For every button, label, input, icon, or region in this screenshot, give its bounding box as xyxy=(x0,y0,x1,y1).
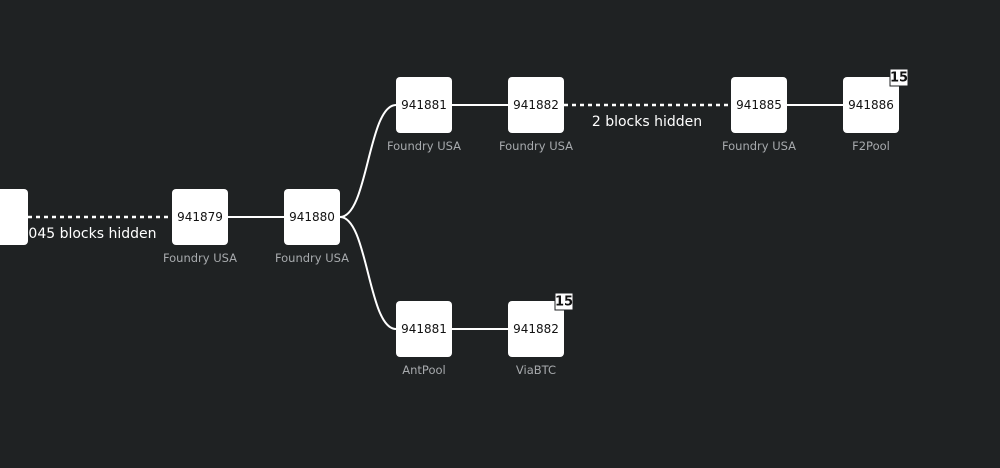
tx-count-badge xyxy=(889,68,909,87)
block-height: 941879 xyxy=(177,210,223,224)
block-height: 941881 xyxy=(401,98,447,112)
tx-count-badge-label: 15 xyxy=(555,295,573,310)
block-height: 941885 xyxy=(736,98,782,112)
block-box[interactable] xyxy=(508,301,564,357)
hidden-blocks-label[interactable]: 2 blocks hidden xyxy=(592,114,702,130)
block-miner: Foundry USA xyxy=(499,139,573,153)
block-miner: Foundry USA xyxy=(387,139,461,153)
block-box[interactable] xyxy=(843,77,899,133)
block-miner: Foundry USA xyxy=(163,251,237,265)
chain-link xyxy=(339,104,397,218)
block-height: 941880 xyxy=(289,210,335,224)
block-box[interactable] xyxy=(396,301,452,357)
block-miner: Foundry USA xyxy=(722,139,796,153)
block-box[interactable] xyxy=(731,77,787,133)
tx-count-badge xyxy=(554,292,574,311)
block-miner: AntPool xyxy=(402,363,445,377)
block-box[interactable] xyxy=(284,189,340,245)
block-height: 941881 xyxy=(401,322,447,336)
block-height: 941886 xyxy=(848,98,894,112)
chain-link xyxy=(339,216,397,330)
block-node[interactable] xyxy=(0,189,28,245)
block-height: 941882 xyxy=(513,98,559,112)
hidden-blocks-label[interactable]: 2045 blocks hidden xyxy=(20,226,157,242)
block-box[interactable] xyxy=(0,189,28,245)
block-height: 941882 xyxy=(513,322,559,336)
block-box[interactable] xyxy=(508,77,564,133)
edges: 2045 blocks hidden 2 blocks hidden xyxy=(20,103,843,330)
block-miner: F2Pool xyxy=(852,139,890,153)
block-box[interactable] xyxy=(172,189,228,245)
block-miner: Foundry USA xyxy=(275,251,349,265)
block-miner: ViaBTC xyxy=(516,363,556,377)
tx-count-badge-label: 15 xyxy=(890,71,908,86)
block-box[interactable] xyxy=(396,77,452,133)
